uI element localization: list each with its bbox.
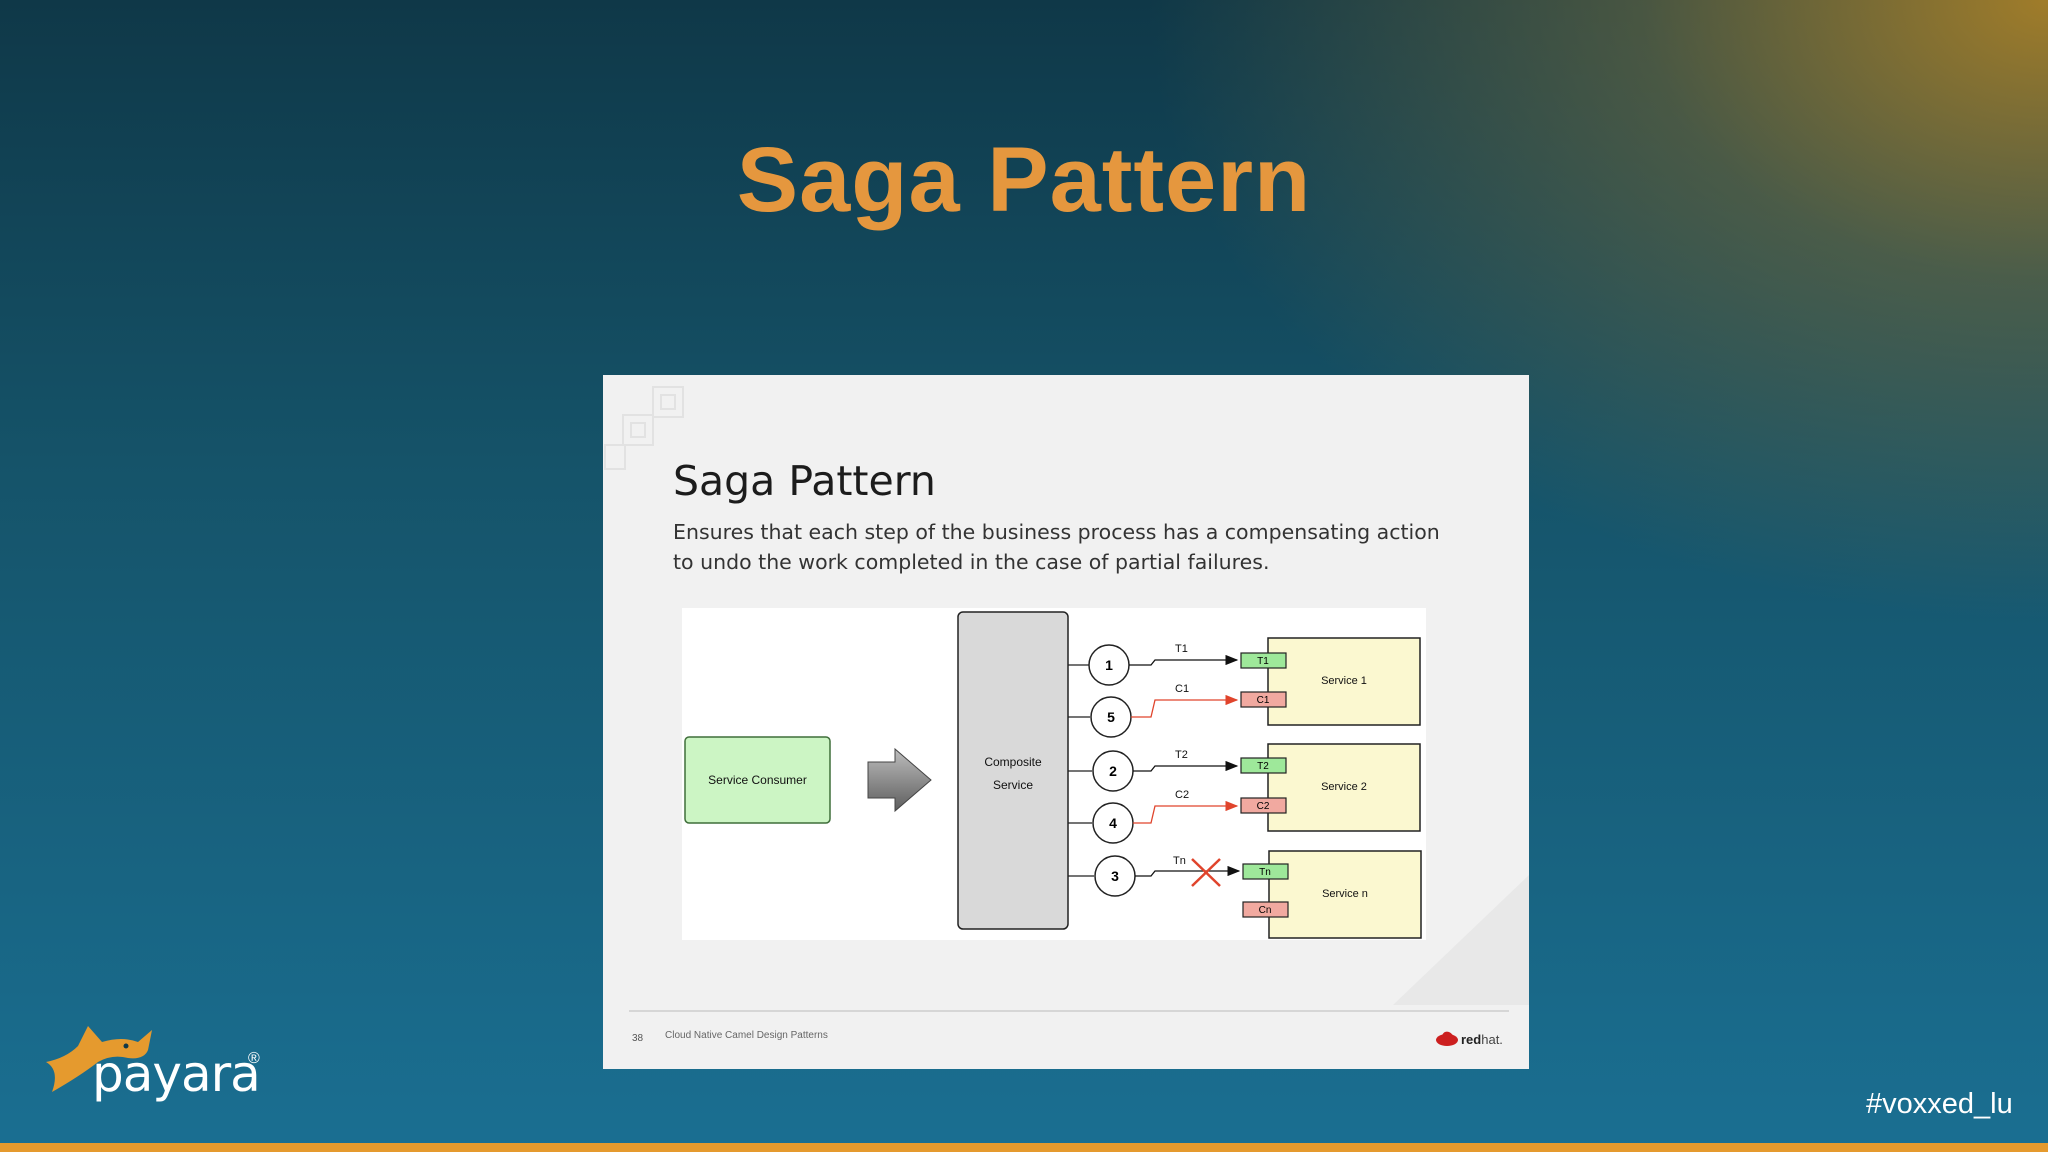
arrow-t1 — [1129, 654, 1239, 666]
event-hashtag: #voxxed_lu — [1866, 1088, 2013, 1120]
redhat-text-red: red — [1461, 1032, 1482, 1047]
arrow-label-t1: T1 — [1175, 643, 1188, 655]
arrow-c1 — [1131, 694, 1239, 718]
service-2-c-label: C2 — [1257, 801, 1270, 812]
embedded-slide: Saga Pattern Ensures that each step of t… — [603, 375, 1529, 1069]
composite-service-box — [957, 611, 1069, 930]
slide-corner-pattern — [604, 386, 684, 470]
service-consumer-box — [684, 736, 831, 824]
step-label-5: 5 — [1107, 709, 1115, 725]
step-label-1: 1 — [1105, 657, 1113, 673]
step-label-3: 3 — [1111, 868, 1119, 884]
service-1-box — [1267, 637, 1421, 726]
slide-footer-divider — [629, 1010, 1509, 1012]
service-n-box — [1268, 850, 1422, 939]
slide-page-number: 38 — [632, 1033, 644, 1044]
slide-subtitle-line1: Ensures that each step of the business p… — [673, 520, 1440, 544]
redhat-logo-text: redhat. — [1461, 1032, 1503, 1047]
page-title: Saga Pattern — [736, 129, 1312, 231]
slide-subtitle: Ensures that each step of the business p… — [673, 517, 1473, 577]
step-label-2: 2 — [1109, 763, 1117, 779]
arrow-label-c2: C2 — [1175, 789, 1189, 801]
service-1-t-label: T1 — [1257, 656, 1269, 667]
service-n-label: Service n — [1322, 888, 1368, 900]
slide-footer-text: Cloud Native Camel Design Patterns — [665, 1030, 828, 1041]
redhat-text-hat: hat. — [1481, 1032, 1503, 1047]
failure-x-icon — [1191, 858, 1221, 887]
service-2-c-port — [1240, 797, 1287, 814]
step-label-4: 4 — [1109, 815, 1117, 831]
arrow-label-c1: C1 — [1175, 683, 1189, 695]
payara-registered-mark: ® — [248, 1050, 260, 1067]
service-2-label: Service 2 — [1321, 781, 1367, 793]
slide-corner-decoration — [1393, 875, 1529, 1005]
slide-subtitle-line2: to undo the work completed in the case o… — [673, 550, 1270, 574]
composite-service-label-2: Service — [993, 778, 1033, 792]
service-1-c-port — [1240, 691, 1287, 708]
service-2-t-port — [1240, 757, 1287, 774]
service-1-t-port — [1240, 652, 1287, 669]
service-1-c-label: C1 — [1257, 695, 1270, 706]
service-n-t-port — [1242, 863, 1289, 880]
payara-logo-text: payara — [92, 1045, 261, 1103]
arrow-label-t2: T2 — [1175, 749, 1188, 761]
arrow-t2 — [1133, 760, 1239, 772]
slide-title: Saga Pattern — [673, 457, 936, 505]
service-1-label: Service 1 — [1321, 675, 1367, 687]
service-n-c-label: Cn — [1259, 905, 1272, 916]
arrow-tn — [1135, 865, 1241, 877]
service-2-t-label: T2 — [1257, 761, 1269, 772]
payara-fish-logo-icon — [46, 1026, 152, 1092]
saga-diagram: Service Consumer Composite Service 1 5 2… — [682, 608, 1426, 940]
flow-arrow-icon — [867, 747, 932, 813]
service-consumer-label: Service Consumer — [708, 773, 807, 787]
service-n-c-port — [1242, 901, 1289, 918]
bottom-accent-bar — [0, 1143, 2048, 1152]
redhat-logo-icon — [1436, 1031, 1458, 1046]
composite-service-label-1: Composite — [984, 755, 1042, 769]
arrow-label-tn: Tn — [1173, 855, 1186, 867]
arrow-c2 — [1133, 800, 1239, 824]
service-n-t-label: Tn — [1259, 867, 1271, 878]
service-2-box — [1267, 743, 1421, 832]
